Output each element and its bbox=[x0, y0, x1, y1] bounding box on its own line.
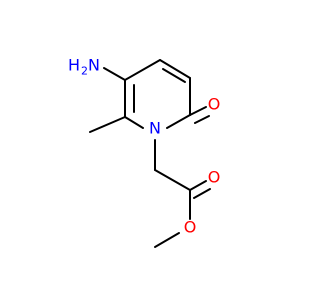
bond-c2-keto-o-double bbox=[194, 115, 210, 124]
atom-label-layer: H 2 N N O O O bbox=[68, 56, 220, 237]
bond-c4-c3 bbox=[159, 59, 191, 79]
amino-n-label: N bbox=[88, 56, 100, 75]
bond-layer bbox=[89, 59, 211, 248]
bond-c2-n1 bbox=[166, 114, 191, 129]
bond-c6-methyl bbox=[89, 116, 126, 133]
bond-c5-c4 bbox=[124, 59, 161, 81]
ring-n-label: N bbox=[149, 119, 161, 138]
bond-ester-c-carbonyl-o-double bbox=[193, 188, 211, 199]
molecule-structure-canvas: H 2 N N O O O bbox=[68, 56, 220, 248]
bond-ester-o-methyl bbox=[154, 232, 180, 248]
amino-h-label: H bbox=[68, 56, 80, 75]
ester-o-label: O bbox=[184, 218, 197, 237]
bond-n1-c6 bbox=[124, 116, 144, 129]
bond-ester-c-carbonyl-o bbox=[189, 180, 207, 191]
bond-c5-amino-n bbox=[103, 67, 126, 81]
ester-carbonyl-o-label: O bbox=[208, 168, 221, 187]
amino-h-count-label: 2 bbox=[81, 65, 88, 78]
bond-c2-keto-o bbox=[189, 106, 207, 116]
keto-o-label: O bbox=[208, 95, 221, 114]
bond-ch2-ester-c bbox=[154, 169, 191, 191]
bond-c4-c3-double bbox=[162, 68, 186, 83]
